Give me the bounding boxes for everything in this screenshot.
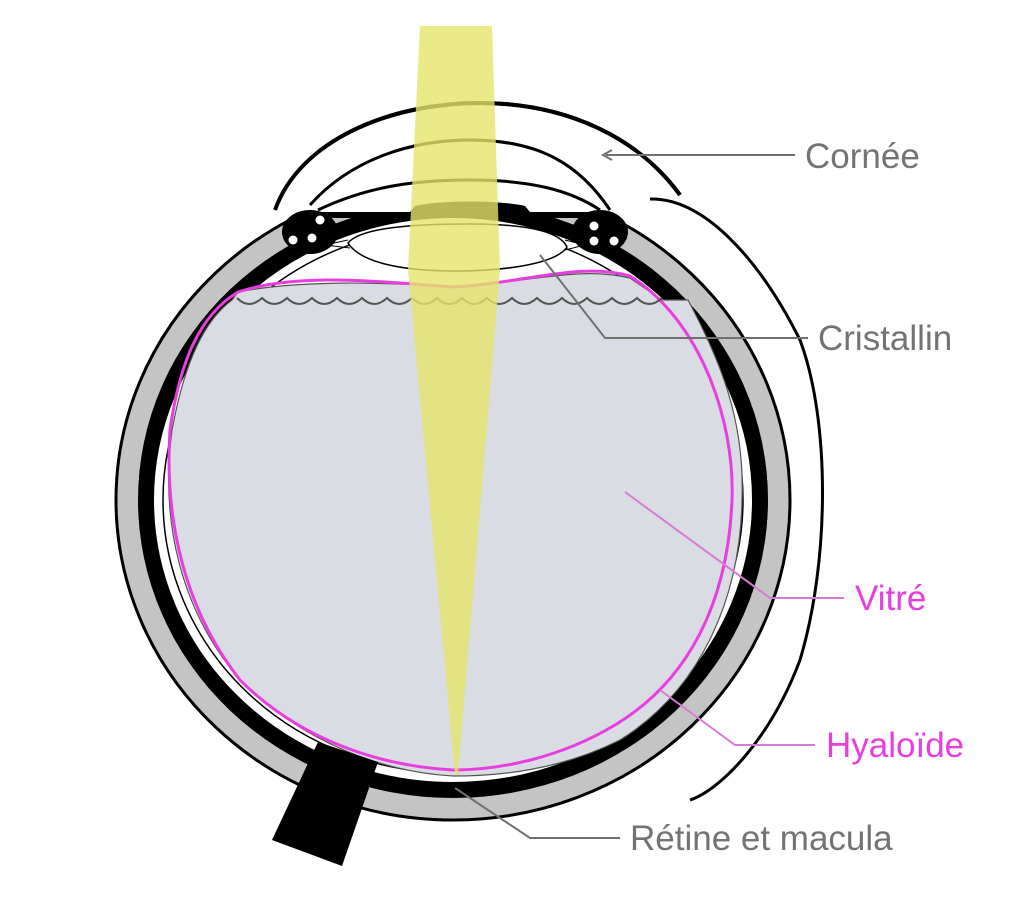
label-cornea: Cornée xyxy=(805,137,920,176)
hyaloid-membrane xyxy=(167,269,734,772)
zonule-right xyxy=(564,239,586,251)
zonule-left xyxy=(324,239,351,249)
leader-hyaloid xyxy=(659,689,815,746)
ciliary-dot xyxy=(307,233,317,243)
leader-retina xyxy=(454,787,620,839)
light-beam xyxy=(408,26,500,775)
label-hyaloid: Hyaloïde xyxy=(826,726,964,765)
leader-lines xyxy=(454,149,844,839)
ciliary-dot xyxy=(609,236,619,246)
globe-outer-outline xyxy=(639,197,824,802)
ciliary-dot xyxy=(589,221,599,231)
leader-vitreous xyxy=(624,491,844,599)
label-vitreous: Vitré xyxy=(855,579,926,618)
ciliary-body-right xyxy=(572,210,628,254)
optic-nerve xyxy=(272,742,378,866)
label-lens: Cristallin xyxy=(818,319,952,358)
leader-lens xyxy=(539,254,808,339)
ciliary-body-left xyxy=(282,210,338,254)
ciliary-dot xyxy=(288,235,298,245)
ciliary-dot xyxy=(315,215,325,225)
arrow-cornea xyxy=(600,149,613,161)
label-retina: Rétine et macula xyxy=(630,819,893,858)
ciliary-dot xyxy=(589,236,599,246)
